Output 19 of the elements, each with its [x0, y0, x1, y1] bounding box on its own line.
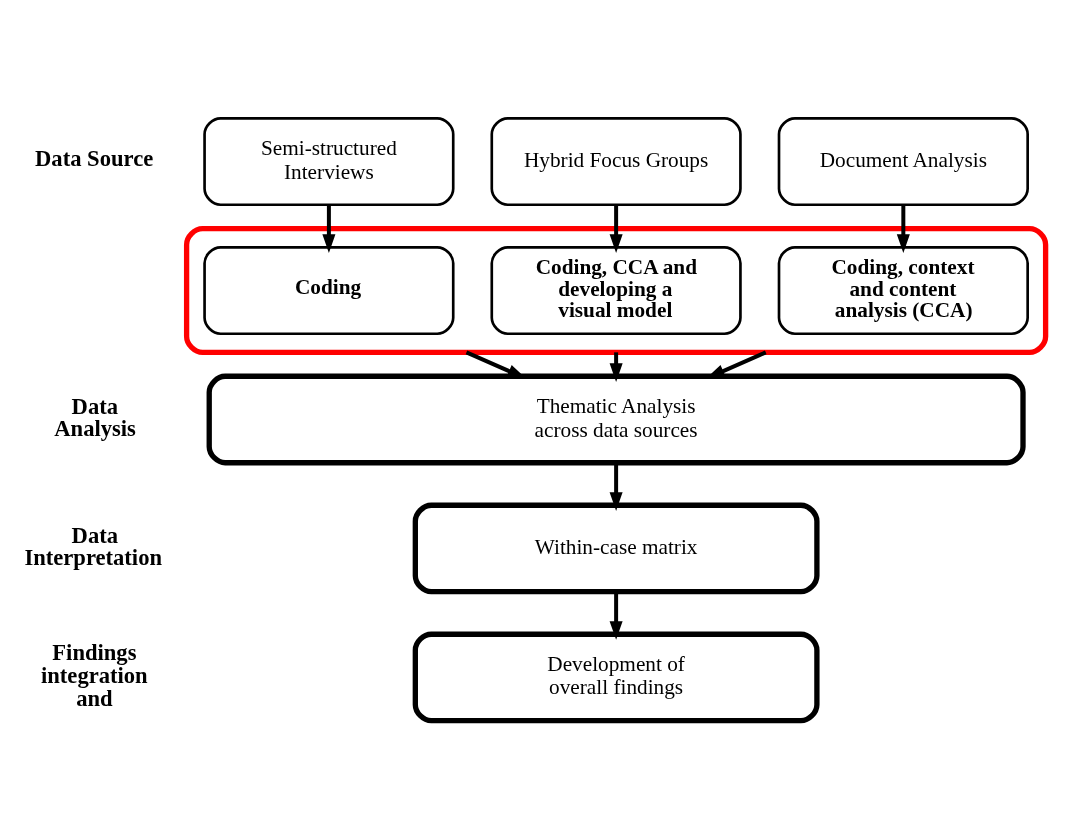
node-box: Coding, context and content analysis (CCA)	[777, 245, 1029, 336]
node-box: Coding, CCA and developing a visual model	[490, 245, 742, 336]
node-box: Hybrid Focus Groups	[490, 117, 742, 207]
node-box: Coding	[203, 245, 455, 336]
arrow	[322, 204, 336, 253]
node-box: Within-case matrix	[412, 502, 820, 595]
node-box: Thematic Analysis across data sources	[206, 373, 1026, 466]
label: Findings integration and	[41, 640, 148, 711]
label: Data Interpretation	[24, 522, 163, 571]
arrow	[609, 591, 623, 640]
node-box: Document Analysis	[777, 117, 1029, 207]
label: Data Source	[35, 145, 154, 171]
arrow	[609, 462, 623, 511]
node-box: Development of overall findings	[412, 631, 820, 724]
node-box: Semi-structured Interviews	[203, 117, 455, 207]
cluster	[183, 226, 1049, 355]
label: Data Analysis	[54, 393, 136, 442]
arrow	[609, 204, 623, 253]
arrow	[896, 204, 910, 253]
